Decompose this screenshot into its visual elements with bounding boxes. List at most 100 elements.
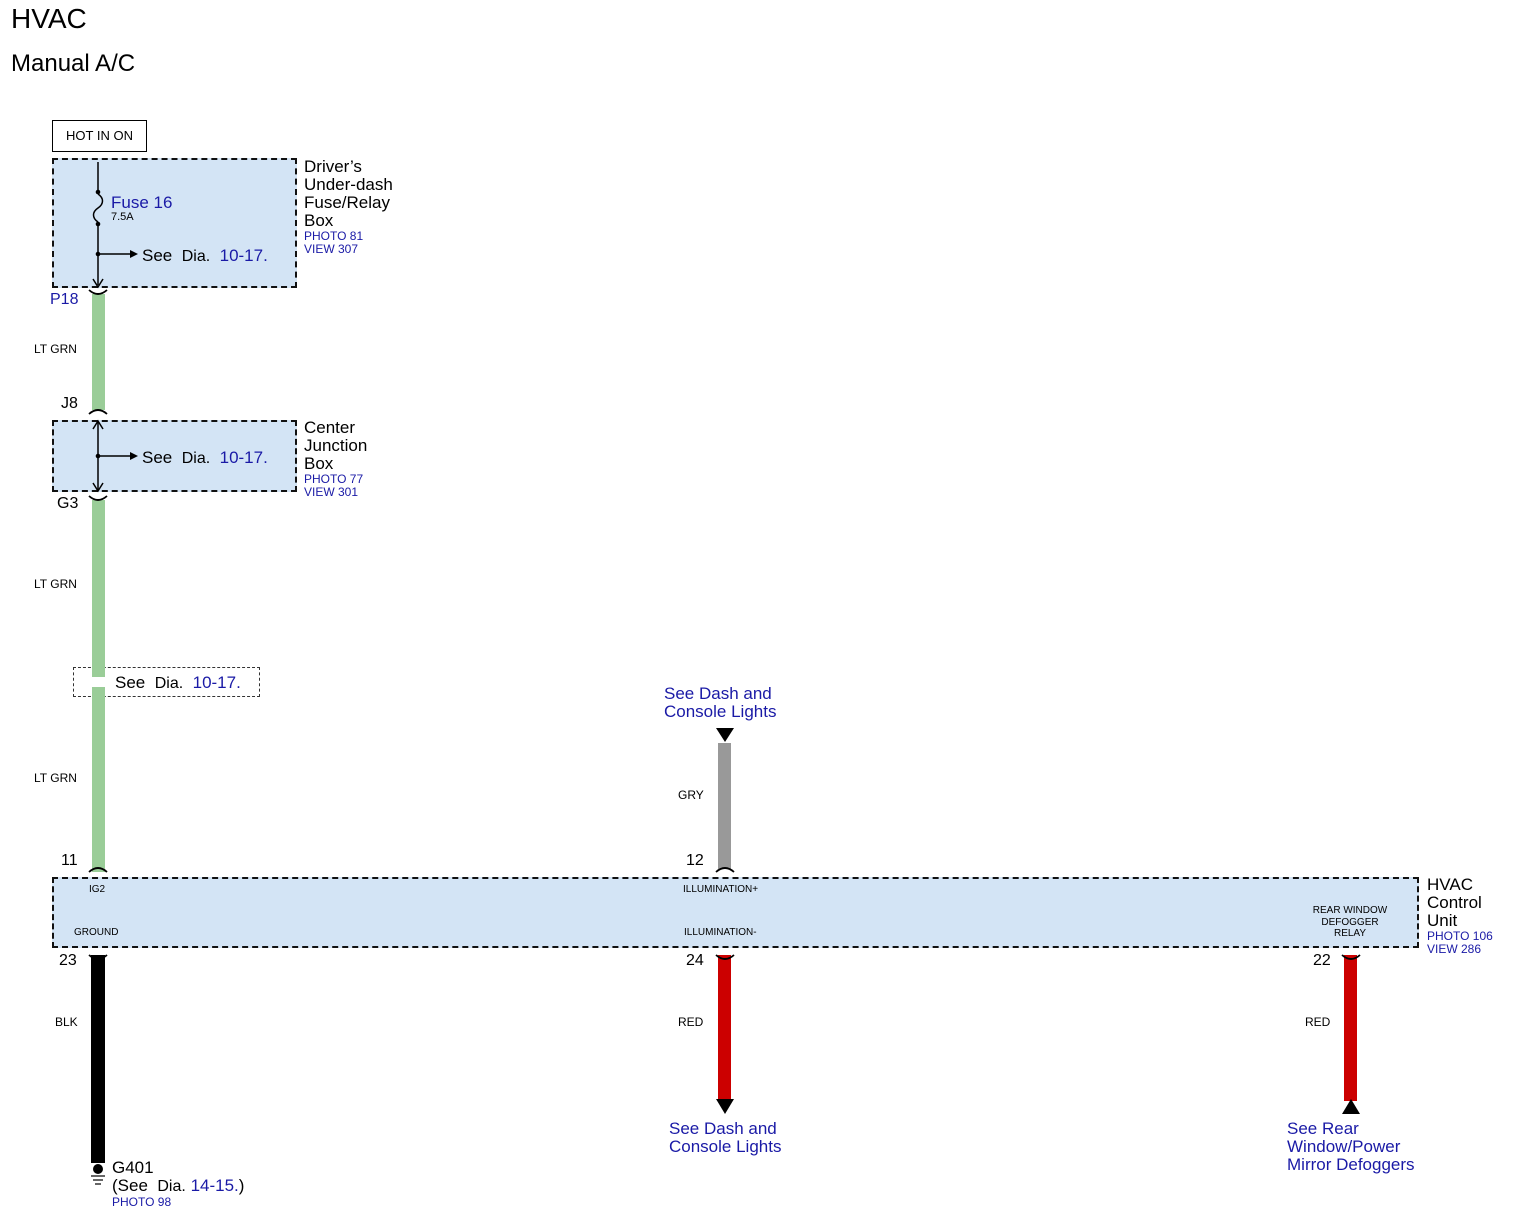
- ground-point-dot: [93, 1164, 103, 1174]
- arrow-up-icon: [92, 419, 104, 430]
- connector-p18: P18: [50, 291, 79, 308]
- wire-gry: [718, 743, 731, 869]
- arrow-up-icon: [1342, 1099, 1360, 1114]
- see-suffix: ): [238, 1176, 245, 1195]
- dia-ref-link[interactable]: 14-15.: [190, 1176, 239, 1195]
- wire-red-1: [718, 955, 731, 1101]
- connector-symbol: [88, 495, 108, 501]
- rear-defogger-ref-line[interactable]: See Rear: [1287, 1119, 1359, 1138]
- connector-g3: G3: [57, 495, 79, 512]
- photo-link[interactable]: PHOTO 81: [304, 229, 364, 243]
- fuse-box-name-line: Under-dash: [304, 175, 393, 194]
- dash-lights-ref-line[interactable]: Console Lights: [669, 1137, 782, 1156]
- rear-defogger-ref-line[interactable]: Mirror Defoggers: [1287, 1155, 1415, 1174]
- fuse-name[interactable]: Fuse 16: [111, 193, 173, 212]
- ground-photo-link[interactable]: PHOTO 98: [112, 1195, 172, 1209]
- dia-ref-link[interactable]: 10-17.: [219, 246, 268, 265]
- wire-color-label: LT GRN: [34, 342, 77, 356]
- pin-number-22: 22: [1313, 952, 1331, 969]
- pin-label-ig2: IG2: [89, 884, 106, 895]
- connector-symbol: [88, 289, 108, 295]
- junction-box-name-line: Junction: [304, 436, 368, 455]
- dia-text: Dia.: [181, 450, 211, 467]
- dia-text: Dia.: [154, 675, 184, 692]
- pin-number-11: 11: [61, 852, 78, 869]
- hvac-control-unit: [52, 877, 1419, 948]
- control-unit-name-line: Unit: [1427, 911, 1458, 930]
- dash-lights-ref-line[interactable]: See Dash and: [669, 1119, 777, 1138]
- view-link[interactable]: VIEW 301: [304, 485, 359, 499]
- ground-see-ref[interactable]: (See Dia. 14-15.): [112, 1176, 244, 1196]
- page-subtitle: Manual A/C: [11, 50, 136, 77]
- dia-ref-link[interactable]: 10-17.: [219, 448, 268, 467]
- see-text: See: [142, 246, 173, 265]
- dash-lights-ref-line[interactable]: See Dash and: [664, 684, 772, 703]
- wire-color-label: LT GRN: [34, 771, 77, 785]
- wire-color-label: LT GRN: [34, 577, 77, 591]
- view-link[interactable]: VIEW 307: [304, 242, 359, 256]
- control-unit-photo-ref[interactable]: PHOTO 106 VIEW 286: [1427, 930, 1493, 956]
- fuse-box-photo-ref[interactable]: PHOTO 81 VIEW 307: [304, 230, 363, 256]
- splice-gap: [90, 677, 107, 687]
- arrow-down-icon: [716, 728, 734, 742]
- arrow-right-icon: [130, 452, 138, 460]
- pin-label-line: DEFOGGER: [1321, 916, 1379, 928]
- fuse-box-name: Driver’s Under-dash Fuse/Relay Box: [304, 158, 393, 230]
- ground-point-name: G401: [112, 1158, 154, 1177]
- junction-dot: [95, 189, 101, 195]
- wire-color-label: RED: [678, 1015, 704, 1029]
- junction-box-see-ref[interactable]: See Dia. 10-17.: [142, 448, 268, 468]
- connector-symbol: [715, 867, 735, 873]
- photo-link[interactable]: PHOTO 77: [304, 472, 364, 486]
- pin-label-line: REAR WINDOW: [1312, 905, 1388, 916]
- wire-color-label: GRY: [678, 788, 704, 802]
- see-text: (See: [112, 1176, 148, 1195]
- connector-symbol: [715, 954, 735, 960]
- see-text: See: [115, 673, 146, 692]
- dash-lights-ref-top[interactable]: See Dash and Console Lights: [664, 685, 776, 721]
- dia-text: Dia.: [157, 1178, 186, 1195]
- pin-label-illumination-plus: ILLUMINATION+: [683, 884, 759, 895]
- rear-defogger-ref[interactable]: See Rear Window/Power Mirror Defoggers: [1287, 1120, 1415, 1174]
- splice-see-ref[interactable]: See Dia. 10-17.: [115, 673, 241, 693]
- fuse-icon: [92, 193, 104, 223]
- fuse-relay-box: [52, 158, 297, 288]
- wire-color-label: RED: [1305, 1015, 1331, 1029]
- control-unit-name-line: Control: [1427, 893, 1482, 912]
- photo-link[interactable]: PHOTO 106: [1427, 929, 1493, 943]
- dash-lights-ref-line[interactable]: Console Lights: [664, 702, 777, 721]
- page-title: HVAC: [11, 3, 87, 34]
- pin-label-ground: GROUND: [74, 927, 119, 938]
- pin-label-line: RELAY: [1333, 928, 1367, 939]
- connector-symbol: [1341, 954, 1361, 960]
- connector-symbol: [88, 409, 108, 415]
- dia-ref-link[interactable]: 10-17.: [192, 673, 241, 692]
- fuse-box-see-ref[interactable]: See Dia. 10-17.: [142, 246, 268, 266]
- connector-symbol: [88, 867, 108, 873]
- wire-blk: [91, 955, 105, 1163]
- pin-number-24: 24: [686, 952, 704, 969]
- fuse-box-name-line: Box: [304, 211, 334, 230]
- fuse-box-name-line: Driver’s: [304, 157, 362, 176]
- pin-number-23: 23: [59, 952, 77, 969]
- wire-red-2: [1344, 955, 1357, 1101]
- junction-box-name-line: Box: [304, 454, 334, 473]
- pin-label-defogger-relay: REAR WINDOW DEFOGGER RELAY: [1300, 905, 1400, 940]
- junction-box-photo-ref[interactable]: PHOTO 77 VIEW 301: [304, 473, 363, 499]
- arrow-down-icon: [716, 1099, 734, 1114]
- rear-defogger-ref-line[interactable]: Window/Power: [1287, 1137, 1401, 1156]
- junction-box-name-line: Center: [304, 418, 356, 437]
- view-link[interactable]: VIEW 286: [1427, 942, 1482, 956]
- connector-symbol: [88, 954, 108, 960]
- arrow-right-icon: [130, 250, 138, 258]
- see-text: See: [142, 448, 173, 467]
- arrow-down-icon: [92, 482, 104, 493]
- control-unit-name: HVAC Control Unit: [1427, 876, 1482, 930]
- pin-label-illumination-minus: ILLUMINATION-: [684, 927, 757, 938]
- center-junction-box: [52, 420, 297, 492]
- arrow-down-icon: [92, 278, 104, 289]
- fuse-rating: 7.5A: [111, 211, 134, 223]
- dia-text: Dia.: [181, 248, 211, 265]
- dash-lights-ref-bottom[interactable]: See Dash and Console Lights: [669, 1120, 781, 1156]
